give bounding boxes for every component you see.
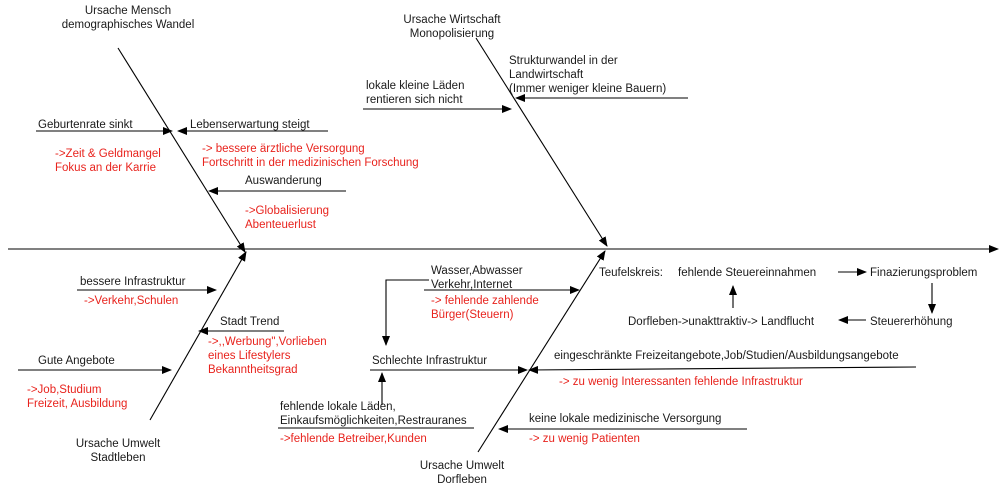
text-line: Bürger(Steuern): [431, 309, 514, 321]
text-line: ->Zeit & Geldmangel: [55, 148, 161, 160]
text-line: eines Lifestylers: [208, 350, 291, 362]
text-line: Dorfleben: [437, 474, 487, 486]
text-line: Ursache Umwelt: [76, 438, 161, 450]
text-line: eingeschränkte Freizeitangebote,Job/Stud…: [554, 350, 899, 362]
text-line: Wasser,Abwasser: [431, 265, 523, 277]
text-line: -> bessere ärztliche Versorgung: [202, 143, 365, 155]
cause-fehlende-laeden-label: fehlende lokale Läden, Einkaufsmöglichkei…: [280, 401, 467, 427]
text-line: Ursache Umwelt: [420, 460, 505, 472]
cause-auswanderung-label: Auswanderung: [245, 175, 322, 187]
cycle-title: Teufelskreis:: [599, 267, 663, 279]
text-line: Einkaufsmöglichkeiten,Restrauranes: [280, 415, 467, 427]
cycle-finanzierung: Finazierungsproblem: [870, 267, 977, 279]
cause-fehlende-laeden-note: ->fehlende Betreiber,Kunden: [280, 433, 427, 445]
bone-stadt: [149, 251, 247, 421]
cause-medizin-note: -> zu wenig Patienten: [529, 433, 640, 445]
arrow-wasser-to-infra: [382, 279, 429, 346]
text-line: lokale kleine Läden: [366, 80, 464, 92]
text-line: Monopolisierung: [410, 28, 494, 40]
text-line: Bekanntheitsgrad: [208, 364, 298, 376]
bone-mensch: [117, 47, 246, 253]
text-line: -> zu wenig Interessanten fehlende Infra…: [559, 376, 803, 388]
text-line: Strukturwandel in der: [509, 55, 618, 67]
bone-dorf: [477, 250, 606, 453]
text-line: Abenteuerlust: [245, 219, 317, 231]
text-line: ->fehlende Betreiber,Kunden: [280, 433, 427, 445]
text-line: Ursache Wirtschaft: [403, 14, 501, 26]
text-line: Stadt Trend: [220, 316, 279, 328]
text-line: -> zu wenig Patienten: [529, 433, 640, 445]
cause-medizin-label: keine lokale medizinische Versorgung: [529, 413, 721, 425]
text-line: -> fehlende zahlende: [431, 295, 539, 307]
text-line: bessere Infrastruktur: [80, 276, 186, 288]
cycle-steuereinnahmen: fehlende Steuereinnahmen: [678, 267, 816, 279]
text-line: fehlende lokale Läden,: [280, 401, 396, 413]
cause-lebenserwartung-label: Lebenserwartung steigt: [190, 119, 310, 131]
text-line: ->Verkehr,Schulen: [84, 295, 178, 307]
text-line: Schlechte Infrastruktur: [372, 355, 487, 367]
cycle-landflucht: Dorfleben->unakttraktiv-> Landflucht: [628, 316, 815, 328]
text-line: (Immer weniger kleine Bauern): [509, 83, 666, 95]
text-line: keine lokale medizinische Versorgung: [529, 413, 721, 425]
text-line: Fokus an der Karrie: [55, 162, 156, 174]
cycle-steuererhoehung: Steuererhöhung: [870, 316, 952, 328]
cause-trend-label: Stadt Trend: [220, 316, 279, 328]
text-line: Geburtenrate sinkt: [38, 119, 133, 131]
cause-laeden-label: lokale kleine Läden rentieren sich nicht: [366, 80, 464, 106]
text-line: Landwirtschaft: [509, 69, 584, 81]
text-line: rentieren sich nicht: [366, 94, 463, 106]
text-line: ->Globalisierung: [245, 205, 329, 217]
text-line: ->,,Werbung",Vorlieben: [208, 336, 327, 348]
text-line: ->Job,Studium: [27, 384, 101, 396]
text-line: demographisches Wandel: [62, 19, 195, 31]
cause-infrastruktur-label: bessere Infrastruktur: [80, 276, 186, 288]
text-line: Stadtleben: [91, 452, 146, 464]
category-mensch-title: Ursache Mensch demographisches Wandel: [62, 5, 195, 31]
text-line: Fortschritt in der medizinischen Forschu…: [202, 157, 419, 169]
cause-freizeit-label: eingeschränkte Freizeitangebote,Job/Stud…: [554, 350, 899, 362]
arrow-freizeit: [528, 365, 917, 374]
cause-infrastruktur-note: ->Verkehr,Schulen: [84, 295, 178, 307]
text-line: Freizeit, Ausbildung: [27, 398, 127, 410]
cause-geburtenrate-label: Geburtenrate sinkt: [38, 119, 133, 131]
text-line: Lebenserwartung steigt: [190, 119, 310, 131]
text-line: Verkehr,Internet: [431, 279, 513, 291]
text-line: Gute Angebote: [38, 355, 115, 367]
text-line: Ursache Mensch: [85, 5, 171, 17]
cause-schlechte-infrastruktur-label: Schlechte Infrastruktur: [372, 355, 487, 367]
bone-wirtschaft: [475, 37, 608, 247]
text-line: Auswanderung: [245, 175, 322, 187]
cause-angebote-label: Gute Angebote: [38, 355, 115, 367]
cause-freizeit-note: -> zu wenig Interessanten fehlende Infra…: [559, 376, 803, 388]
